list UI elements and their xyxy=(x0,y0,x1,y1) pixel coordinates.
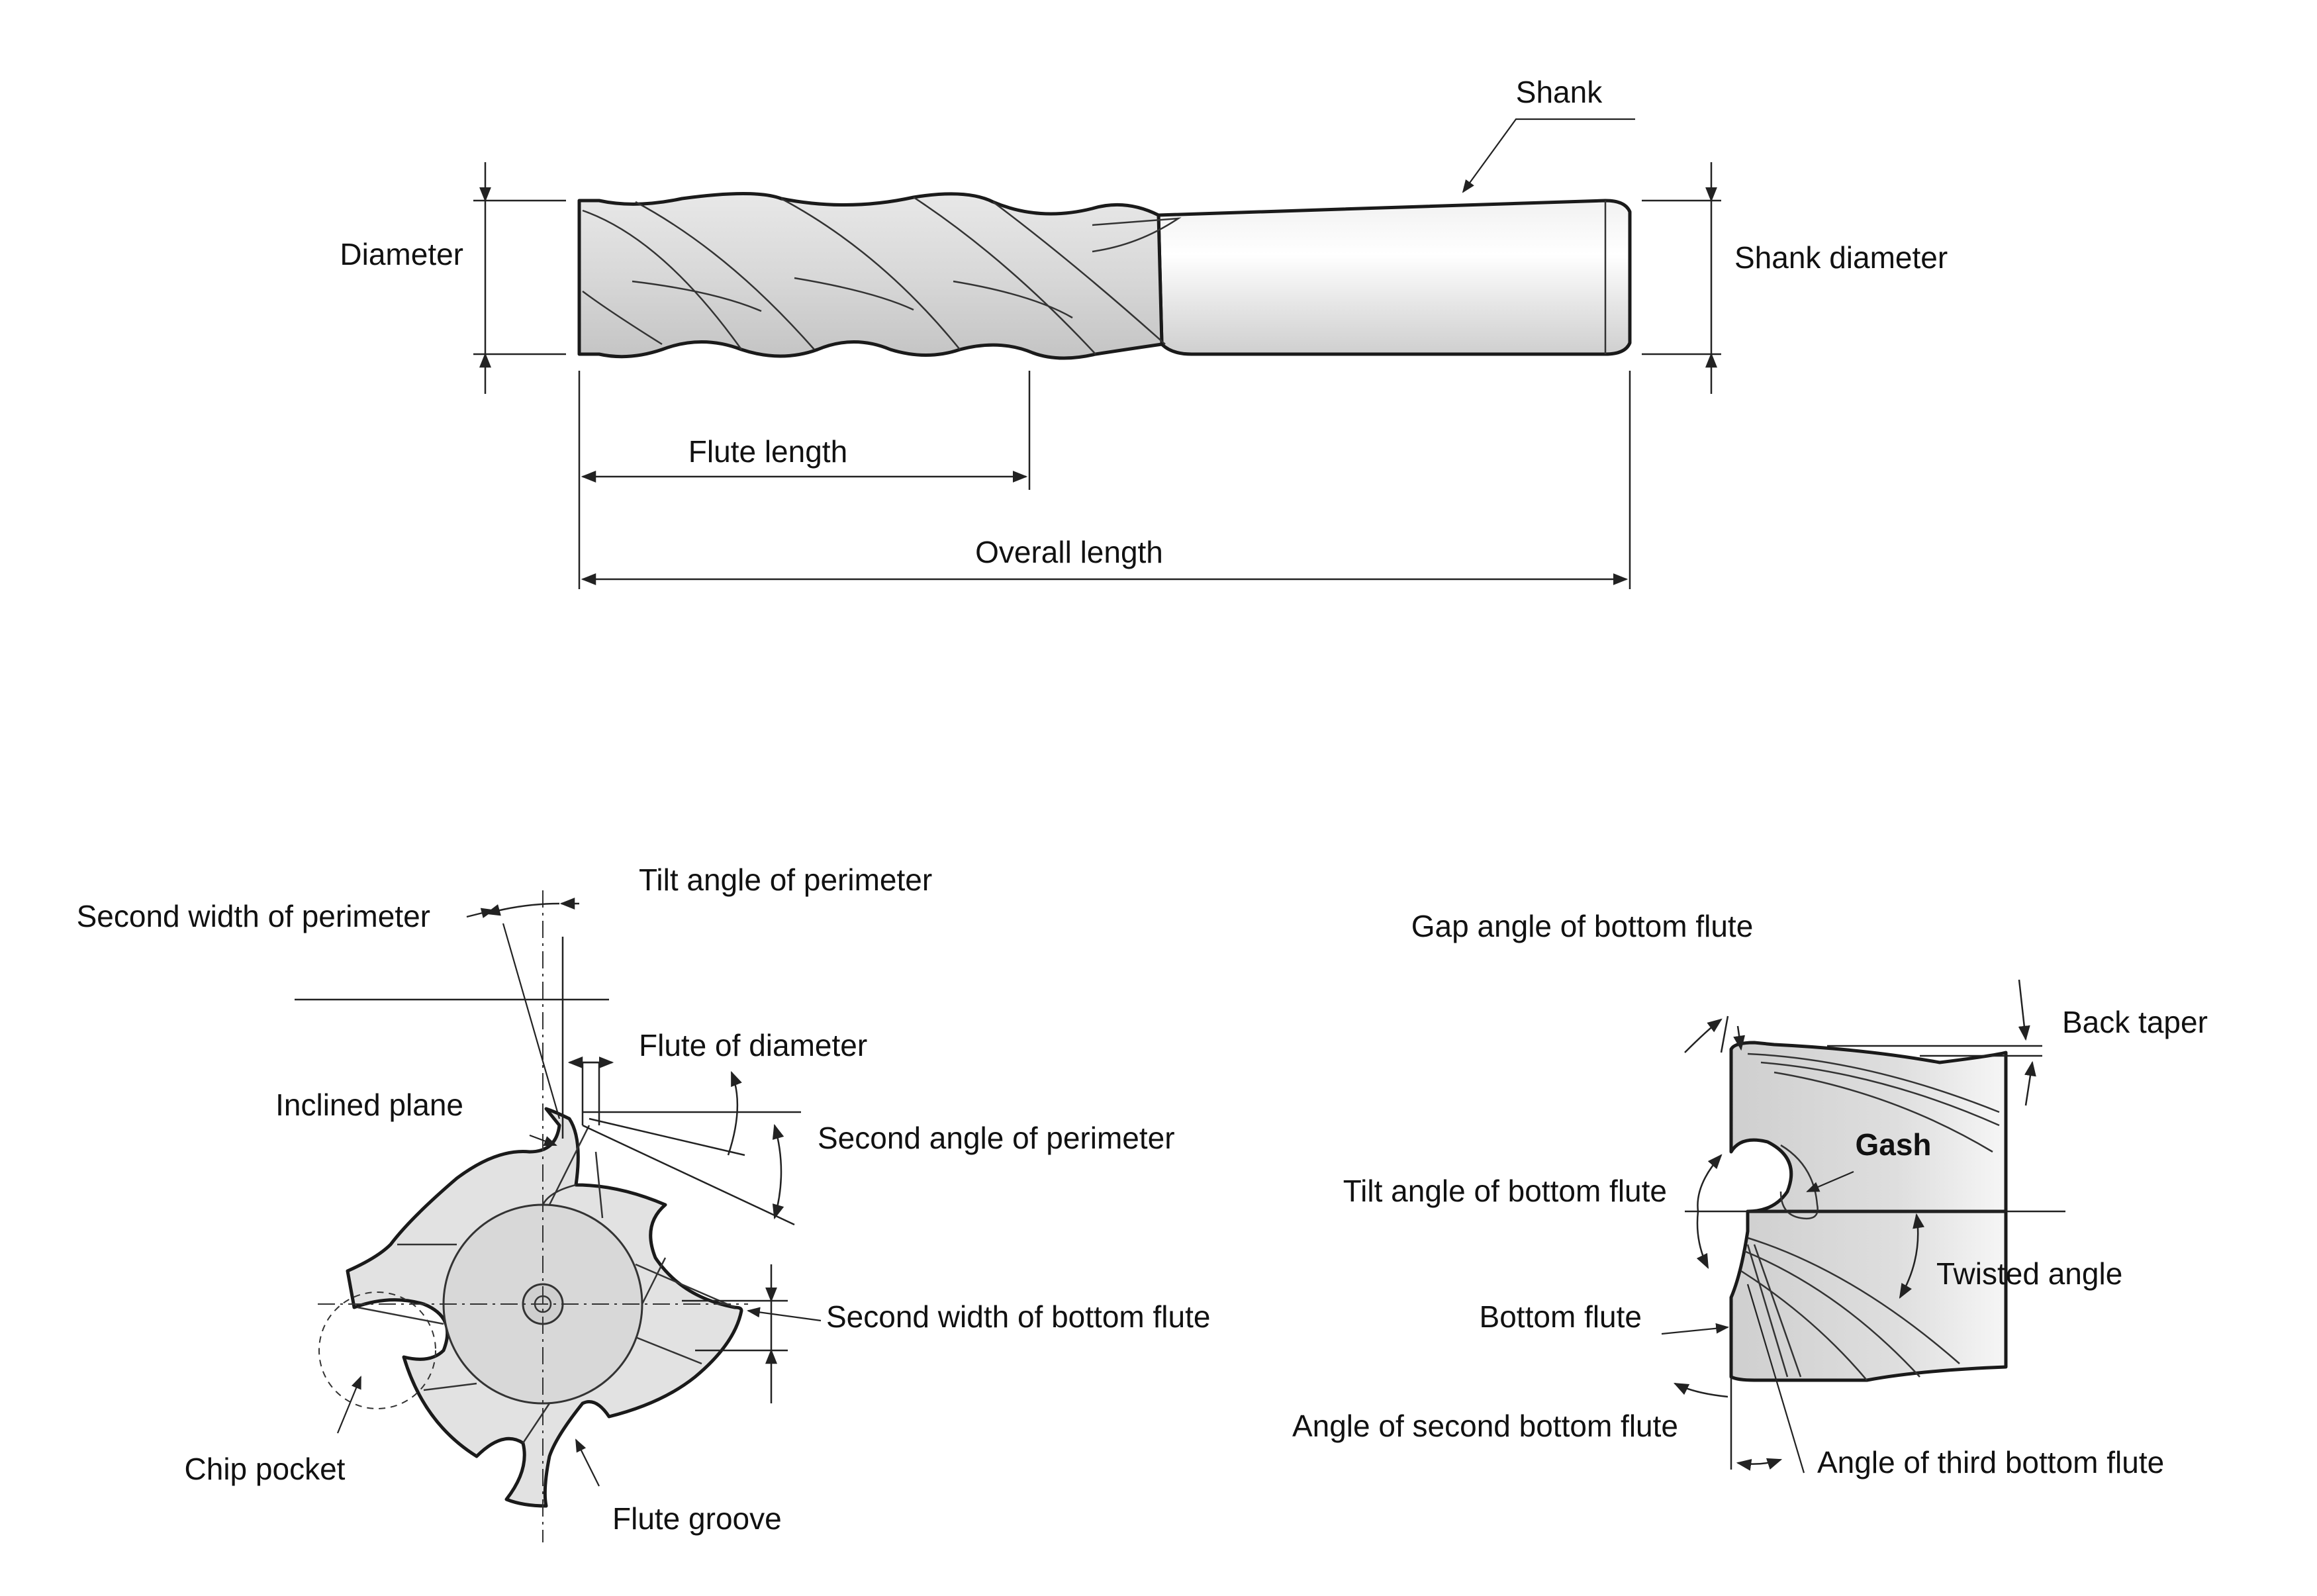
tilt-angle-of-bottom-flute-label: Tilt angle of bottom flute xyxy=(1343,1174,1667,1208)
tilt-angle-of-perimeter-label: Tilt angle of perimeter xyxy=(639,863,932,897)
chip-pocket-label: Chip pocket xyxy=(185,1452,346,1486)
inclined-plane-label: Inclined plane xyxy=(275,1088,463,1122)
flute-groove-label: Flute groove xyxy=(612,1501,782,1536)
gash-label: Gash xyxy=(1855,1127,1931,1162)
end-view: Tilt angle of perimeter Second width of … xyxy=(77,863,1210,1542)
flute-body xyxy=(577,192,1164,360)
second-width-of-perimeter-label: Second width of perimeter xyxy=(77,899,430,933)
angle-of-third-bottom-flute-label: Angle of third bottom flute xyxy=(1817,1445,2164,1479)
gap-angle-of-bottom-flute-label: Gap angle of bottom flute xyxy=(1411,909,1754,943)
side-view: Shank Diameter Shank diameter Flute leng… xyxy=(340,75,1948,589)
twisted-angle-label: Twisted angle xyxy=(1936,1256,2122,1291)
angle-of-second-bottom-flute-label: Angle of second bottom flute xyxy=(1292,1409,1678,1443)
bottom-flute-label: Bottom flute xyxy=(1480,1299,1642,1334)
shank-label: Shank xyxy=(1516,75,1603,109)
tip-view: Gap angle of bottom flute Back taper Gas… xyxy=(1292,909,2208,1479)
overall-length-label: Overall length xyxy=(975,535,1163,569)
shank-body xyxy=(1157,199,1632,356)
back-taper-label: Back taper xyxy=(2062,1005,2208,1039)
second-angle-of-perimeter-label: Second angle of perimeter xyxy=(818,1121,1175,1155)
second-width-of-bottom-flute-label: Second width of bottom flute xyxy=(826,1299,1210,1334)
diameter-label: Diameter xyxy=(340,237,463,271)
shank-diameter-label: Shank diameter xyxy=(1734,240,1948,275)
flute-of-diameter-label: Flute of diameter xyxy=(639,1028,867,1062)
tip-upper-body xyxy=(1729,1041,2008,1213)
flute-length-label: Flute length xyxy=(688,434,847,469)
